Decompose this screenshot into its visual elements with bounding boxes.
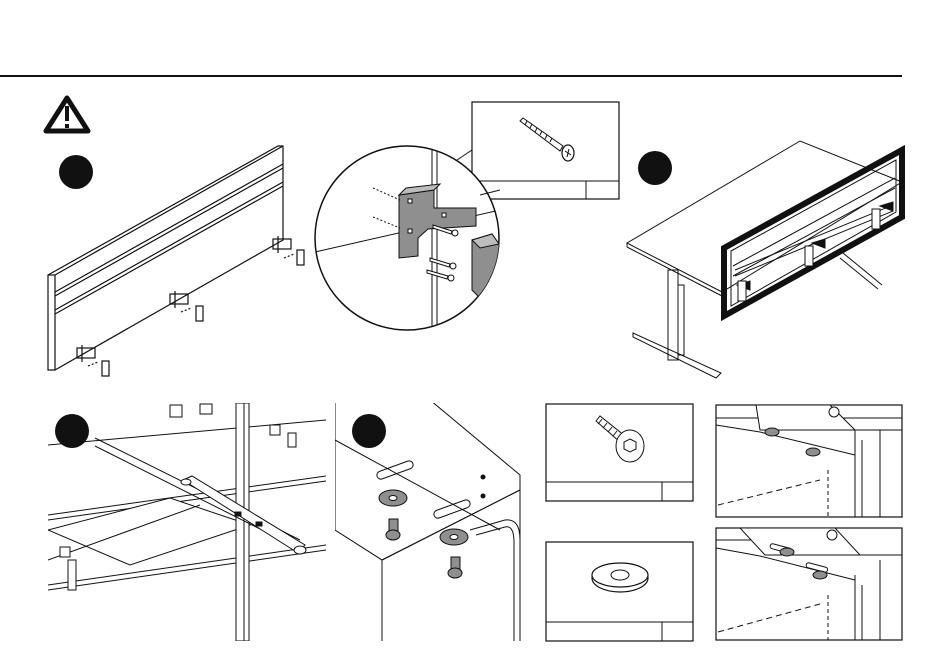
warning-triangle-icon <box>46 98 88 131</box>
step-marker-icon <box>59 155 93 189</box>
panel-bracket <box>273 236 304 265</box>
step-3 <box>627 141 902 378</box>
detail-view-bottom <box>716 528 902 640</box>
detail-view-top <box>716 405 902 517</box>
hex-bolt-callout <box>546 404 693 501</box>
flat-washer-icon <box>592 563 648 592</box>
step-marker-icon <box>638 151 672 185</box>
washer-callout <box>546 542 693 641</box>
step-marker-icon <box>55 414 89 448</box>
wood-screw-callout <box>472 102 619 199</box>
step-1 <box>48 146 304 376</box>
step-5 <box>335 400 520 641</box>
step-marker-icon <box>352 414 386 448</box>
step-4 <box>48 403 326 641</box>
step-2 <box>315 102 619 330</box>
panel-bracket <box>77 345 109 376</box>
magnifier-circle-icon <box>315 146 500 330</box>
